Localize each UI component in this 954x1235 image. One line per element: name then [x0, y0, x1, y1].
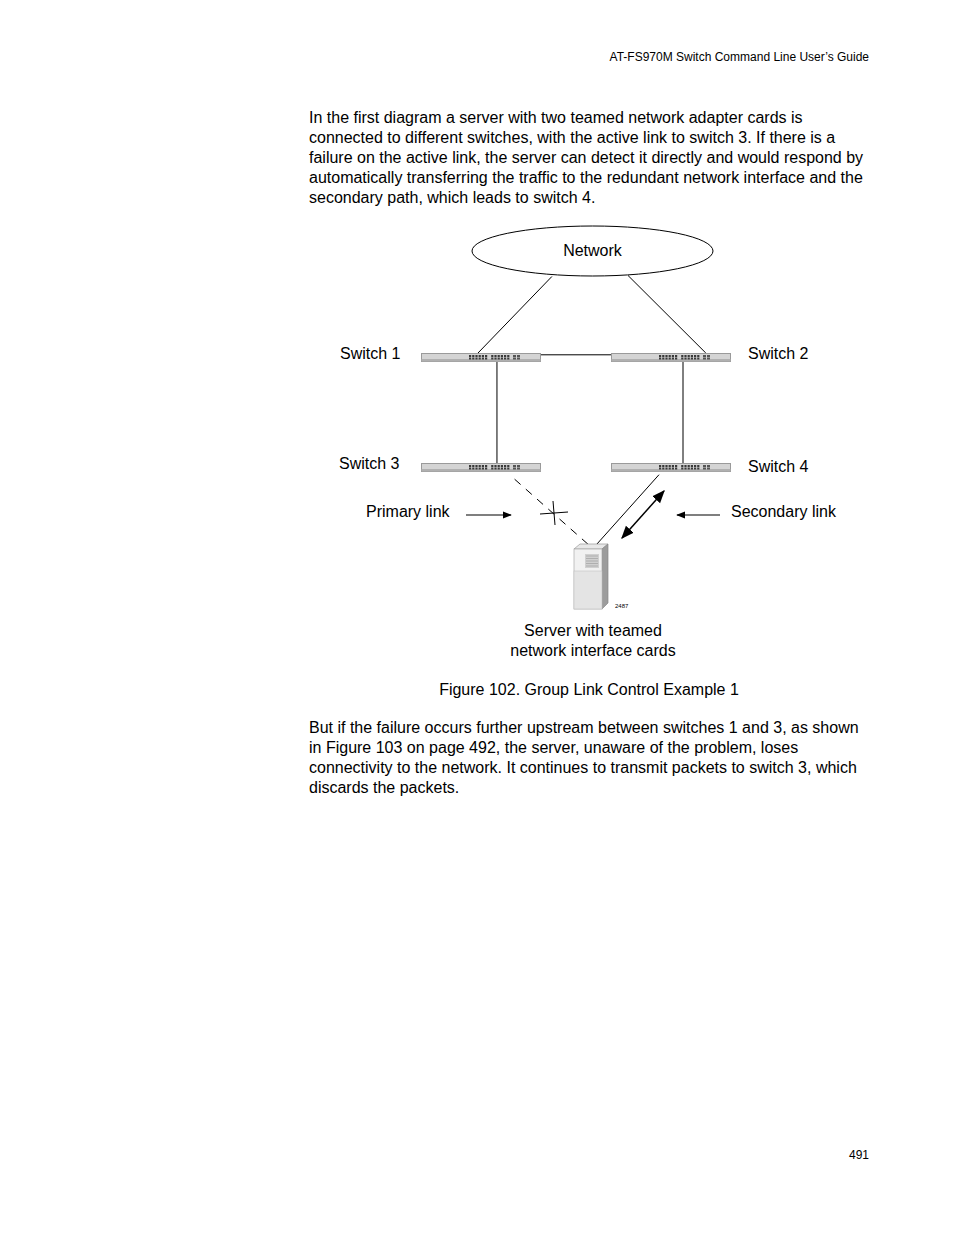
server: Server with teamed network interface car…: [493, 540, 693, 665]
switch-unit: Switch 3: [335, 454, 543, 476]
body-paragraph: In the first diagram a server with two t…: [309, 108, 875, 208]
callout-label: Secondary link: [731, 502, 851, 522]
switch-chassis: [421, 353, 541, 362]
link-line: [683, 362, 684, 463]
switch-unit: Switch 1: [336, 344, 543, 366]
running-header: AT-FS970M Switch Command Line User’s Gui…: [420, 49, 869, 65]
link-line: [515, 479, 589, 545]
switch-chassis: [611, 353, 731, 362]
pointer-arrow: [466, 514, 511, 515]
link-line: [628, 275, 706, 353]
link-line: [541, 354, 611, 355]
node-label: Switch 1: [340, 344, 400, 364]
figure-caption: Figure 102. Group Link Control Example 1: [309, 680, 869, 700]
link-line: [496, 362, 497, 463]
page-number: 491: [800, 1147, 869, 1163]
switch-chassis: [421, 463, 541, 472]
node-label: Switch 4: [748, 457, 808, 477]
traffic-arrow: [622, 491, 664, 538]
network-cloud: Network: [471, 225, 714, 277]
figure-code: 2487: [615, 603, 635, 610]
link-line: [596, 475, 659, 545]
node-label: Server with teamed network interface car…: [500, 621, 686, 661]
switch-chassis: [611, 463, 731, 472]
server-icon: [570, 543, 612, 611]
pointer-arrow: [677, 514, 720, 515]
body-paragraph: But if the failure occurs further upstre…: [309, 718, 875, 798]
node-label: Network: [563, 241, 622, 261]
switch-unit: Switch 4: [607, 457, 812, 479]
node-label: Switch 3: [339, 454, 399, 474]
node-label: Switch 2: [748, 344, 808, 364]
callout-label: Primary link: [366, 502, 466, 522]
link-line: [478, 276, 552, 353]
switch-unit: Switch 2: [607, 344, 812, 366]
